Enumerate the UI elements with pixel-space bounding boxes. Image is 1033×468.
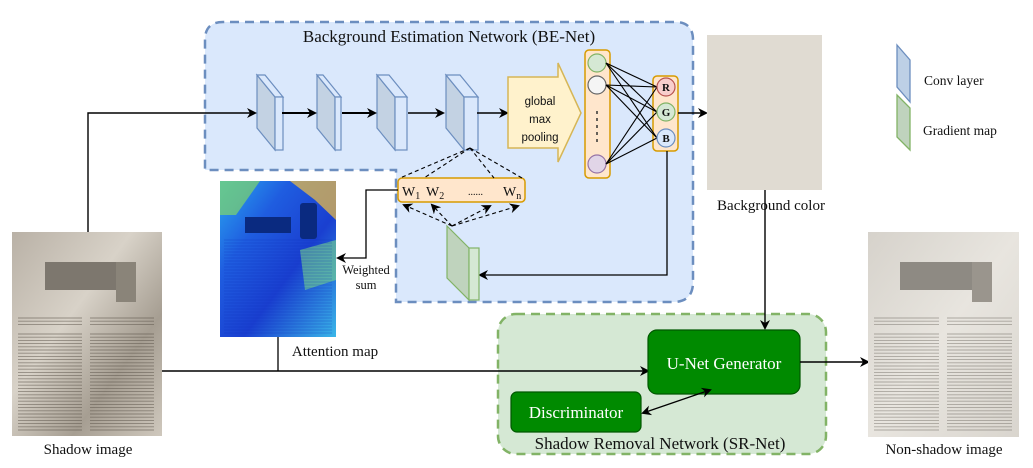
rgb-node-b-label: B [662,133,670,145]
fc-connection [605,111,658,165]
weights-w2: W2 [426,185,444,202]
gradient-to-weights-dashed-arrows [402,203,520,227]
pooling-label-line1: global [525,96,556,108]
be-net-title: Background Estimation Network (BE-Net) [303,27,595,46]
rgb-node-r [656,77,676,97]
weights-ellipsis: ...... [468,187,483,198]
pooling-label-line3: pooling [521,132,558,144]
legend-gradient-map-icon [896,93,911,152]
fc-connection [605,84,658,139]
fc-connection [605,62,658,139]
legend: Conv layer Gradient map [896,43,997,152]
rgb-node-r-label: R [662,82,671,94]
fc-connection [605,62,658,88]
discriminator-label: Discriminator [529,403,624,422]
fc-connection [605,84,658,113]
fc-connection [605,84,658,88]
discriminator-block [510,391,642,433]
fc-connection [605,137,658,165]
weights-w1: W1 [402,185,420,202]
weighted-sum-line2: sum [356,278,377,292]
background-color-label: Background color [717,198,825,214]
conv-layer-1 [255,73,285,152]
rgb-node-b [656,128,676,148]
fc-connection [605,62,658,113]
conv-layer-4 [444,73,480,152]
conv-to-weights-dashed-lines [399,147,523,179]
feature-node-2 [587,75,607,95]
arrow-weights-to-attention [336,189,398,263]
rgb-node-g-label: G [662,107,671,119]
legend-gradient-map-label: Gradient map [923,123,997,138]
arrow-input-to-be-net [87,108,257,232]
feature-node-1 [587,53,607,73]
shadow-image [12,232,162,436]
unet-generator-label: U-Net Generator [667,354,782,373]
legend-conv-layer-label: Conv layer [924,73,984,88]
pooling-label-line2: max [529,114,551,126]
non-shadow-image [868,232,1019,437]
arrow-rgb-to-gradient-map [478,151,668,280]
attention-map [220,181,336,337]
fc-connection [605,86,658,165]
sr-net-title: Shadow Removal Network (SR-Net) [535,434,786,453]
rgb-node-g [656,102,676,122]
non-shadow-image-label: Non-shadow image [885,442,1002,458]
global-max-pooling-block [507,62,582,163]
weighted-sum-line1: Weighted [342,263,390,277]
conv-layer-2 [315,73,343,152]
shadow-image-label: Shadow image [44,442,133,458]
conv-layer-3 [375,73,409,152]
gradient-map-layer [446,224,480,302]
weights-wn: Wn [503,185,521,202]
attention-map-label: Attention map [292,344,378,360]
feature-node-n [587,154,607,174]
arrow-generator-discriminator [641,387,712,416]
background-color-swatch [707,35,822,190]
legend-conv-layer-icon [896,43,911,104]
